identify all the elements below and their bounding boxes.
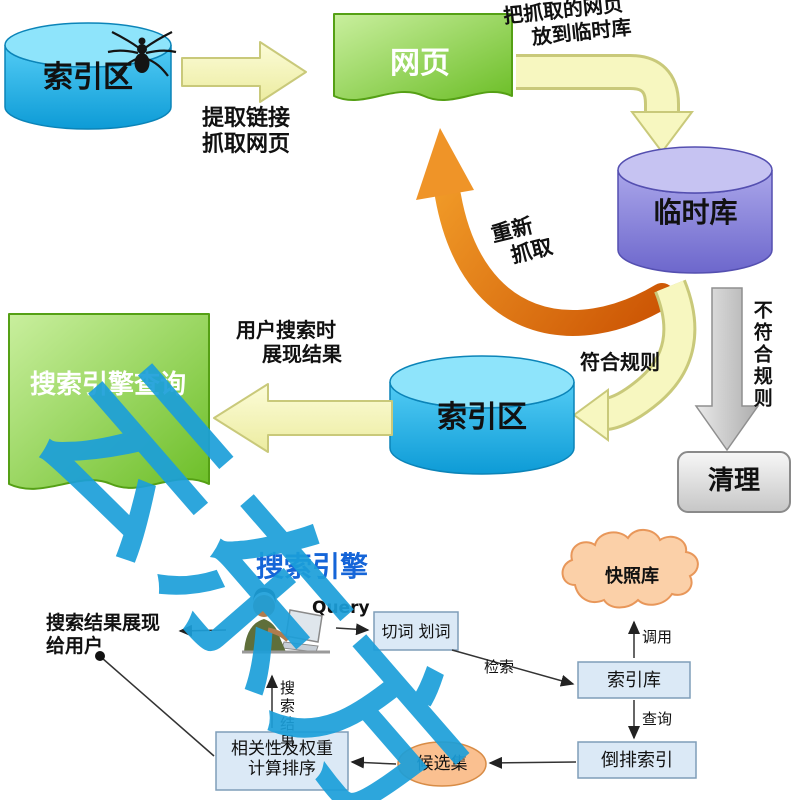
rank-label-line1: 相关性及权重 (231, 739, 333, 759)
to-query-arrow (213, 383, 393, 453)
search-engine-title: 搜索引擎 (256, 550, 369, 583)
mismatch-arrow (694, 287, 760, 452)
query-arrow (335, 623, 370, 636)
retrieve-label: 检索 (484, 658, 515, 676)
search-query-doc (8, 313, 210, 490)
temp-db-cylinder (617, 146, 773, 274)
index-store-label: 索引库 (607, 670, 661, 691)
snapshot-label: 快照库 (605, 566, 659, 587)
rule-mismatch-label: 不符合规则 (750, 300, 773, 410)
to-index-arrow (572, 279, 697, 442)
search-query-label: 搜索引擎查询 (29, 370, 186, 400)
crawl-note: 提取链接 抓取网页 (190, 106, 302, 159)
cleanup-box (677, 451, 791, 513)
index-store-box (577, 661, 691, 699)
inverted-index-box (577, 741, 697, 779)
recrawl-arrow (416, 128, 675, 336)
display-note: 搜索结果展现 给用户 (46, 612, 160, 658)
serve-note-line2: 展现结果 (262, 342, 342, 366)
segment-box (373, 611, 459, 651)
to-temp-arrow (516, 54, 694, 154)
rank-box (215, 731, 349, 791)
display-arrow (178, 624, 227, 637)
index-db-cylinder-top (4, 22, 172, 130)
rule-match-label: 符合规则 (580, 350, 660, 374)
display-note-line1: 搜索结果展现 (46, 612, 161, 634)
rank-label: 相关性及权重 计算排序 (216, 739, 348, 780)
inverted-index-label: 倒排索引 (601, 750, 673, 771)
rank-display-line (101, 657, 215, 757)
serve-note: 用户搜索时 展现结果 (236, 318, 342, 366)
webpage-label: 网页 (390, 46, 450, 81)
snapshot-cloud (561, 529, 699, 609)
spider-icon (107, 31, 177, 77)
user-icon (242, 587, 330, 654)
invoke-label: 调用 (642, 628, 673, 646)
crawl-note-line2: 抓取网页 (201, 132, 290, 158)
temp-db-label: 临时库 (653, 196, 738, 229)
webpage-doc (333, 13, 513, 101)
index-db-cylinder (389, 355, 575, 475)
display-endpoint-dot (95, 651, 105, 661)
serve-note-line1: 用户搜索时 (236, 318, 336, 342)
flow-connectors (101, 620, 640, 769)
segment-label: 切词 划词 (381, 622, 451, 641)
index-db-label: 索引区 (437, 400, 527, 435)
candidate-label: 候选集 (416, 754, 468, 774)
rank-label-line2: 计算排序 (248, 759, 316, 780)
query-label: Query (312, 598, 370, 618)
candidate-ellipse (397, 741, 487, 787)
display-note-line2: 给用户 (46, 634, 104, 657)
to-candidate-arrow (488, 756, 577, 769)
index-db-top-label: 索引区 (43, 60, 133, 95)
lookup-label: 查询 (642, 710, 673, 728)
crawl-note-line1: 提取链接 (201, 106, 290, 131)
retrieve-arrow (451, 649, 575, 687)
to-rank-arrow (350, 756, 397, 769)
result-label: 搜索结果 (278, 680, 296, 752)
cleanup-label: 清理 (707, 466, 760, 496)
crawl-arrow (181, 41, 307, 103)
